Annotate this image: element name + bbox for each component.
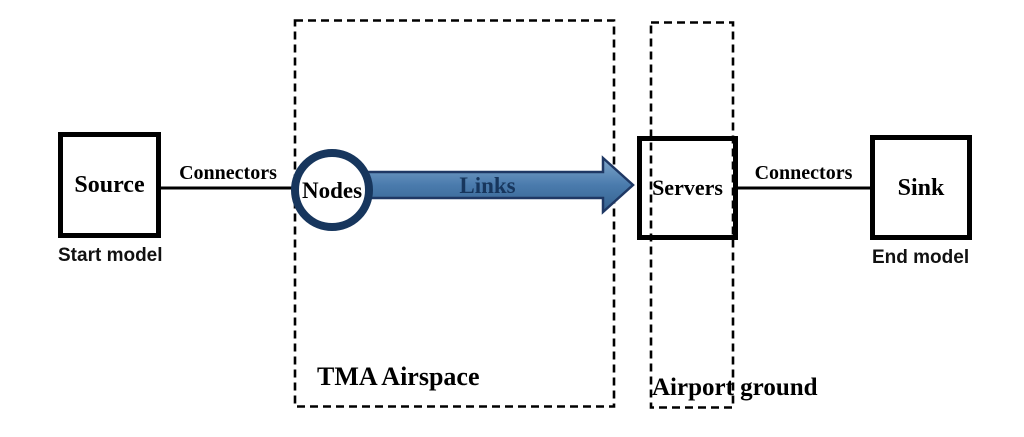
start-model-caption: Start model — [58, 245, 163, 266]
links-label: Links — [459, 173, 516, 198]
source-box: Source — [58, 132, 161, 238]
connectors-right-label: Connectors — [754, 162, 853, 184]
end-model-caption: End model — [872, 247, 970, 268]
sink-label: Sink — [897, 174, 945, 201]
connectors-left-label: Connectors — [179, 162, 277, 184]
nodes-circle: Nodes — [291, 149, 373, 231]
airport-ground-label: Airport ground — [652, 374, 818, 401]
links-arrow — [362, 155, 635, 215]
servers-label: Servers — [652, 175, 723, 200]
tma-airspace-region — [293, 19, 616, 408]
servers-box: Servers — [637, 136, 738, 240]
tma-airspace-label: TMA Airspace — [317, 362, 480, 391]
source-label: Source — [74, 172, 145, 198]
nodes-label: Nodes — [301, 177, 363, 203]
sink-box: Sink — [870, 135, 972, 240]
